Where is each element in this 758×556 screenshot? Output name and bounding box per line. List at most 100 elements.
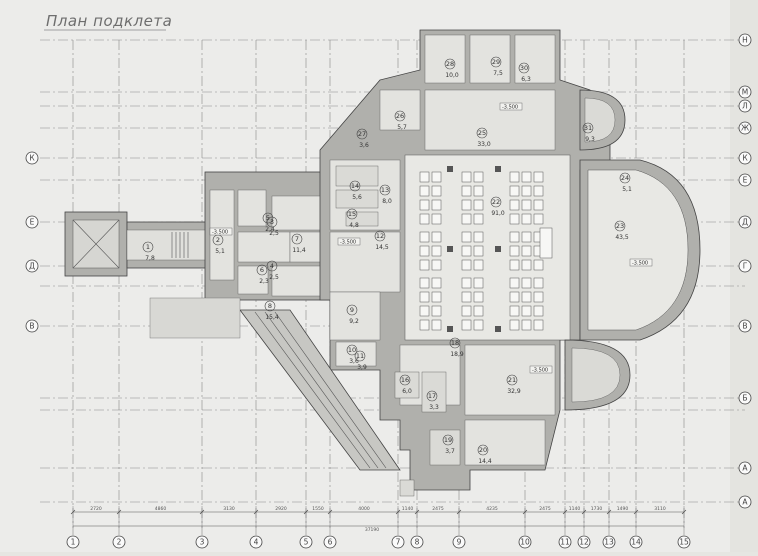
axis-label: Г	[743, 262, 748, 271]
seat	[419, 199, 430, 211]
room-number: 19	[444, 436, 452, 444]
seat	[521, 291, 532, 303]
axis-label: 2	[117, 538, 122, 547]
axis-marker-right: Б	[738, 391, 752, 405]
axis-marker-bottom: 14	[629, 535, 643, 549]
axis-marker-bottom: 11	[558, 535, 572, 549]
axis-label: 12	[579, 538, 589, 547]
room-area: 14,5	[375, 244, 389, 251]
dimension-label: 1730	[591, 506, 603, 512]
axis-label: Б	[742, 394, 747, 403]
axis-marker-left: Д	[25, 259, 39, 273]
room-number: 26	[396, 112, 404, 120]
seat	[473, 305, 484, 317]
level-mark: -3.500	[212, 230, 228, 236]
axis-marker-right: Д	[738, 215, 752, 229]
seat	[419, 171, 430, 183]
axis-marker-right: В	[738, 319, 752, 333]
plan-title: План подклета	[46, 12, 172, 30]
room-number: 14	[351, 182, 359, 190]
room-number: 13	[381, 186, 389, 194]
seat	[461, 213, 472, 225]
room-number: 6	[260, 266, 264, 274]
seat	[473, 199, 484, 211]
axis-label: 9	[457, 538, 462, 547]
seat	[533, 319, 544, 331]
seat	[521, 319, 532, 331]
axis-marker-bottom: 9	[452, 535, 466, 549]
room-label: 52,4	[262, 212, 275, 233]
axis-label: Е	[743, 176, 748, 185]
seat	[431, 319, 442, 331]
room-number: 2	[216, 236, 220, 244]
room-area: 9,3	[585, 136, 595, 143]
dimension-label: 1550	[312, 506, 324, 512]
room-number: 31	[584, 124, 592, 132]
seat	[533, 305, 544, 317]
seat	[473, 319, 484, 331]
room-label: 306,3	[518, 62, 531, 83]
room-area: 3,3	[429, 404, 439, 411]
seat	[419, 185, 430, 197]
axis-marker-left: Е	[25, 215, 39, 229]
seat	[533, 213, 544, 225]
room-area: 14,4	[478, 458, 492, 465]
seat	[509, 319, 520, 331]
room-number: 25	[478, 129, 486, 137]
seat	[473, 245, 484, 257]
axis-marker-right: Н	[738, 33, 752, 47]
room-label: 138,0	[379, 184, 392, 205]
room-labels: 17,825,132,542,552,462,3711,4815,499,210…	[142, 56, 632, 465]
level-mark: -3.500	[340, 240, 356, 246]
dimension-label: 2720	[90, 506, 102, 512]
axis-marker-left: К	[25, 151, 39, 165]
room-number: 17	[428, 392, 436, 400]
room-area: 5,7	[397, 124, 407, 131]
seat	[533, 277, 544, 289]
axis-label: Д	[29, 262, 35, 271]
level-mark: -3.500	[632, 261, 648, 267]
dimension-label: 2475	[432, 506, 444, 512]
axis-marker-bottom: 1	[66, 535, 80, 549]
dimension-label: 4235	[486, 506, 498, 512]
seat	[473, 277, 484, 289]
seat	[521, 171, 532, 183]
seat	[533, 185, 544, 197]
seat	[473, 259, 484, 271]
room-number: 9	[350, 306, 354, 314]
axis-label: В	[742, 322, 747, 331]
room-area: 7,8	[145, 255, 155, 262]
room-label: 166,0	[399, 374, 412, 395]
axis-label: 11	[560, 538, 570, 547]
room-label: 32,5	[266, 216, 279, 237]
seat	[431, 171, 442, 183]
room-area: 11,4	[292, 247, 306, 254]
seat	[521, 245, 532, 257]
axis-label: Н	[742, 36, 748, 45]
room-area: 5,1	[622, 186, 632, 193]
room-number: 23	[616, 222, 624, 230]
room-area: 2,4	[265, 226, 275, 233]
axis-marker-right: А	[738, 495, 752, 509]
room-label: 17,8	[142, 241, 155, 262]
room-number: 30	[520, 64, 528, 72]
seat	[473, 291, 484, 303]
entrance-block	[64, 211, 208, 277]
seat	[419, 305, 430, 317]
overall-dimension: 37190	[365, 527, 379, 533]
seat	[431, 245, 442, 257]
seat	[533, 171, 544, 183]
dimension-label: 2475	[539, 506, 551, 512]
seat	[461, 185, 472, 197]
room-number: 28	[446, 60, 454, 68]
room-label: 297,5	[490, 56, 503, 77]
room-area: 2,3	[259, 278, 269, 285]
room-number: 21	[508, 376, 516, 384]
axis-marker-bottom: 10	[518, 535, 532, 549]
axis-label: Е	[30, 218, 35, 227]
altar-table	[539, 227, 553, 259]
axis-label: 8	[415, 538, 420, 547]
